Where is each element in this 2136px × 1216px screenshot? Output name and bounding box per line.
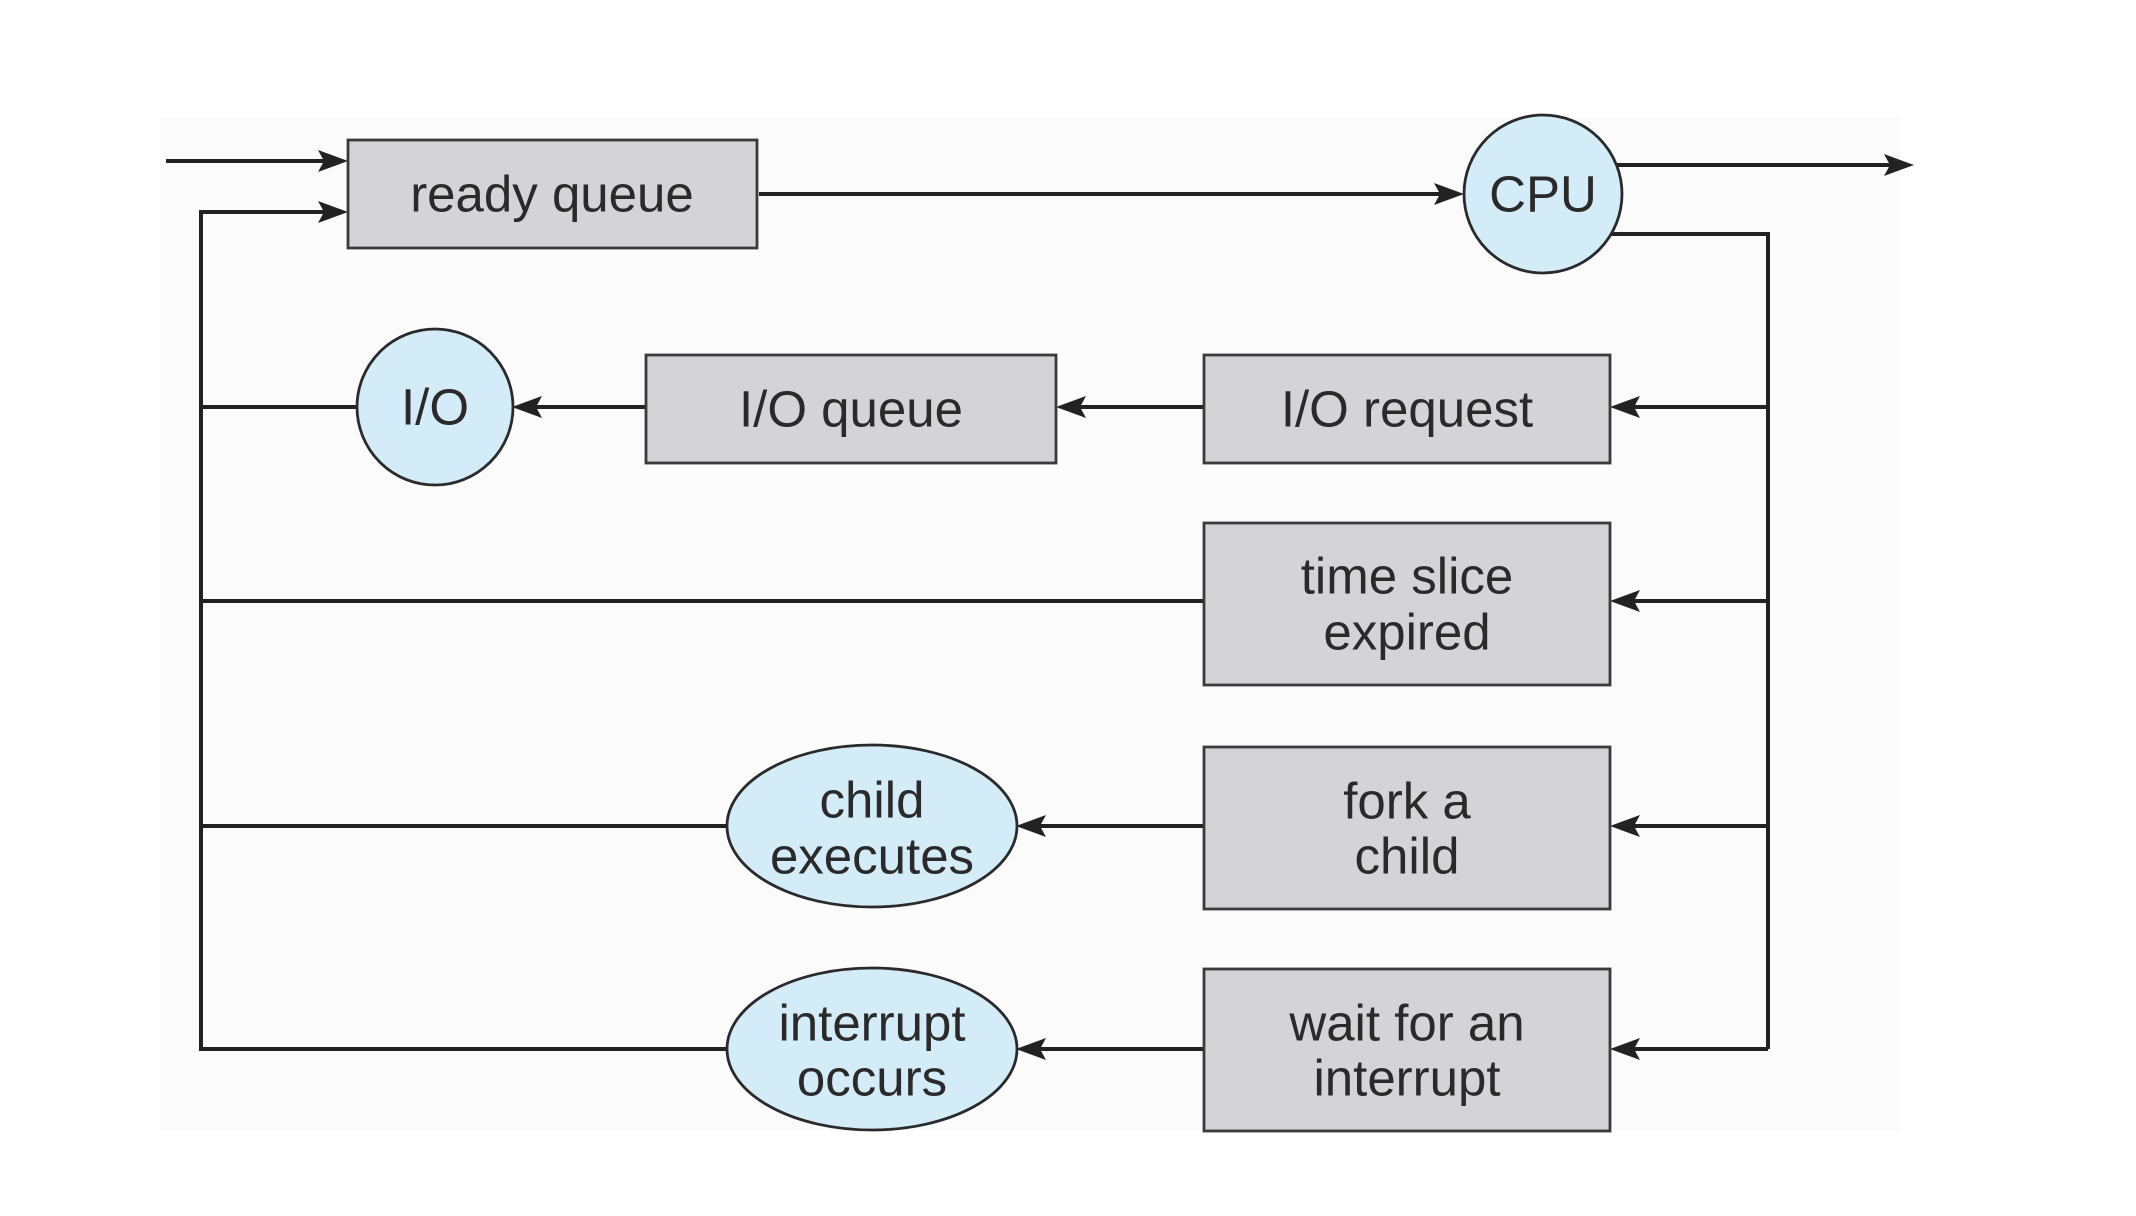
fork-child-box: fork a child [1202, 745, 1612, 911]
fork-child-label-line-2: child [1355, 828, 1460, 885]
arrowhead-wait-interrupt [1610, 1038, 1640, 1060]
interrupt-occurs-node: interrupt occurs [725, 966, 1019, 1132]
wait-interrupt-box: wait for an interrupt [1202, 967, 1612, 1133]
arrowhead-time-slice [1610, 590, 1640, 612]
cpu-label: CPU [1489, 166, 1597, 223]
io-label: I/O [401, 379, 469, 436]
diagram-background [160, 118, 1900, 1130]
child-executes-label-line-1: child [820, 772, 925, 829]
arrowhead-return [318, 201, 348, 223]
time-slice-label-line-2: expired [1323, 604, 1490, 661]
interrupt-occurs-label-line-2: occurs [797, 1050, 947, 1107]
connector-lines [166, 159, 1902, 1051]
time-slice-label-line-1: time slice [1301, 548, 1514, 605]
ready-queue-box: ready queue [346, 138, 759, 250]
io-queue-label: I/O queue [739, 381, 963, 438]
arrowheads [318, 150, 1914, 1060]
arrowhead-exit [1884, 154, 1914, 176]
child-executes-label-line-2: executes [770, 828, 974, 885]
arrowhead-cpu [1434, 183, 1464, 205]
arrowhead-interrupt-occurs [1016, 1038, 1046, 1060]
io-request-label: I/O request [1281, 381, 1533, 438]
interrupt-occurs-label-line-1: interrupt [778, 995, 965, 1052]
wait-interrupt-label-line-2: interrupt [1313, 1050, 1500, 1107]
io-node: I/O [355, 327, 515, 487]
arrowhead-io-request [1610, 396, 1640, 418]
io-request-box: I/O request [1202, 353, 1612, 465]
fork-child-label-line-1: fork a [1343, 773, 1471, 830]
arrowhead-io [512, 396, 542, 418]
ready-queue-label: ready queue [410, 166, 694, 223]
time-slice-box: time slice expired [1202, 521, 1612, 687]
arrowhead-child-executes [1016, 815, 1046, 837]
arrowhead-entry [318, 150, 348, 172]
arrowhead-io-queue [1056, 396, 1086, 418]
child-executes-node: child executes [725, 743, 1019, 909]
wait-interrupt-label-line-1: wait for an [1288, 995, 1524, 1052]
io-queue-box: I/O queue [644, 353, 1058, 465]
cpu-node: CPU [1462, 113, 1624, 275]
arrowhead-fork [1610, 815, 1640, 837]
